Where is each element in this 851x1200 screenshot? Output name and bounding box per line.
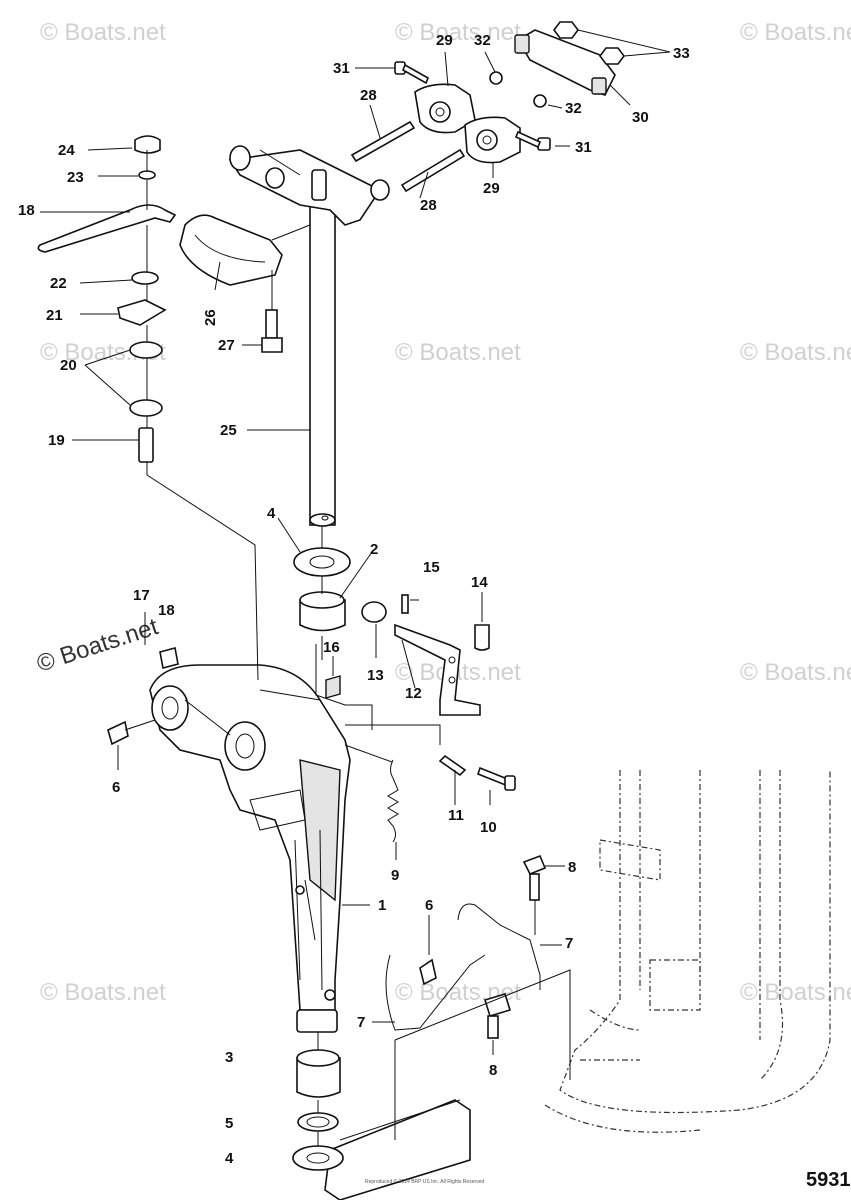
lower-bushings (292, 1049, 344, 1171)
callout-18: 18 (18, 202, 35, 219)
callout-10: 10 (480, 819, 497, 836)
bolt-27 (261, 309, 283, 353)
watermark: © Boats.net (40, 19, 166, 46)
left-hardware-stack (37, 135, 177, 463)
callout-22: 22 (50, 275, 67, 292)
callout-12: 12 (405, 685, 422, 702)
callout-11: 11 (448, 807, 464, 824)
steering-tube (309, 204, 336, 527)
tilt-lock-parts (325, 594, 490, 716)
watermark-prominent: © Boats.net (34, 613, 162, 678)
callout-32: 32 (565, 100, 582, 117)
callout-4: 4 (267, 505, 276, 522)
callout-29: 29 (436, 32, 453, 49)
upper-bushings (293, 547, 351, 632)
outboard-leg-outline (544, 770, 831, 1133)
watermark: © Boats.net (740, 339, 851, 366)
steering-yoke (228, 145, 390, 226)
watermark: © Boats.net (40, 979, 166, 1006)
figure-number: 5931 (806, 1169, 851, 1191)
springs-and-bolt (387, 754, 516, 843)
callout-7: 7 (565, 935, 573, 952)
callout-2: 2 (370, 541, 378, 558)
anode-plate: Reproduced © 2014 BRP US Inc. All Rights… (324, 1099, 484, 1200)
callout-6: 6 (425, 897, 433, 914)
callout-24: 24 (58, 142, 75, 159)
callout-18: 18 (158, 602, 175, 619)
callout-9: 9 (391, 867, 399, 884)
callout-8: 8 (568, 859, 576, 876)
leader-lines (40, 29, 671, 1146)
copyright-text: Reproduced © 2014 BRP US Inc. All Rights… (365, 1178, 484, 1185)
part-26-bracket (179, 214, 283, 286)
callout-15: 15 (423, 559, 440, 576)
callout-21: 21 (46, 307, 63, 324)
callout-4: 4 (225, 1150, 234, 1167)
callout-16: 16 (323, 639, 340, 656)
watermark: © Boats.net (740, 19, 851, 46)
swivel-bracket (149, 664, 351, 1033)
upper-mount-assembly (350, 21, 625, 193)
callout-31: 31 (575, 139, 592, 156)
callout-30: 30 (632, 109, 649, 126)
callout-14: 14 (471, 574, 488, 591)
callout-17: 17 (133, 587, 150, 604)
ground-strap-hardware (107, 647, 547, 1039)
callout-28: 28 (420, 197, 437, 214)
callout-29: 29 (483, 180, 500, 197)
callout-19: 19 (48, 432, 65, 449)
callout-26: 26 (202, 309, 219, 326)
watermark: © Boats.net (395, 339, 521, 366)
callout-1: 1 (378, 897, 386, 914)
callout-8: 8 (489, 1062, 497, 1079)
watermark: © Boats.net (740, 979, 851, 1006)
callout-25: 25 (220, 422, 237, 439)
callout-20: 20 (60, 357, 77, 374)
watermark: © Boats.net (395, 19, 521, 46)
callout-3: 3 (225, 1049, 233, 1066)
callout-31: 31 (333, 60, 350, 77)
callout-27: 27 (218, 337, 235, 354)
callout-labels: 1 2 3 4 4 5 6 6 7 7 8 8 9 10 11 12 13 14… (18, 32, 690, 1167)
callout-5: 5 (225, 1115, 233, 1132)
callout-7: 7 (357, 1014, 365, 1031)
callout-13: 13 (367, 667, 384, 684)
callout-23: 23 (67, 169, 84, 186)
callout-6: 6 (112, 779, 120, 796)
watermark: © Boats.net (740, 659, 851, 686)
callout-28: 28 (360, 87, 377, 104)
callout-32: 32 (474, 32, 491, 49)
callout-33: 33 (673, 45, 690, 62)
